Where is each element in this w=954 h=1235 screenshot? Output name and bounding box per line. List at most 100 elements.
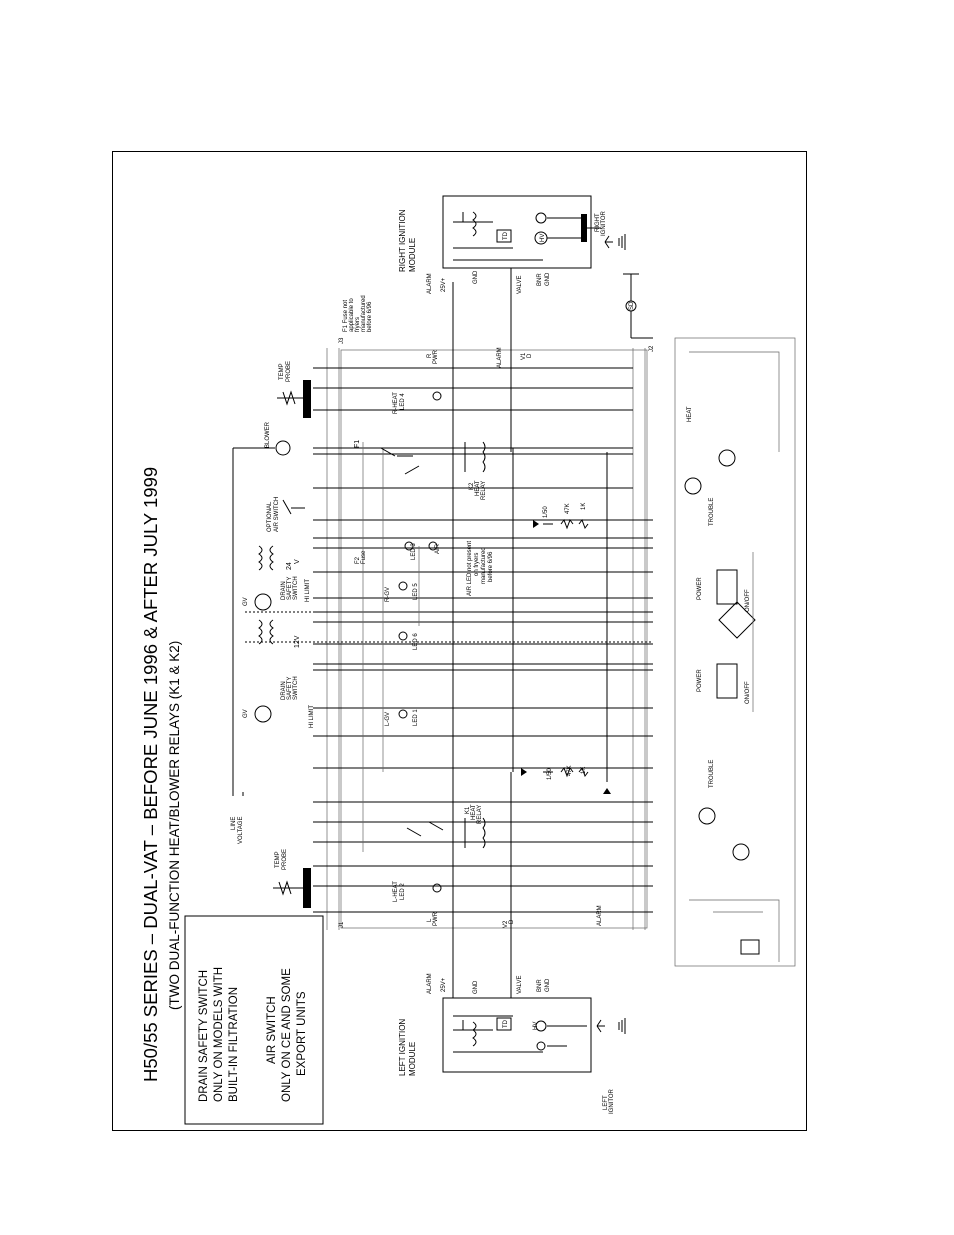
bus-lines bbox=[245, 367, 653, 913]
v1-label-1: V1 bbox=[521, 352, 527, 360]
note-air-2: ONLY ON CE AND SOME bbox=[281, 968, 293, 1102]
f1-note-5: before 6/96 bbox=[367, 301, 373, 332]
wiring-diagram: H50/55 SERIES – DUAL-VAT – BEFORE JUNE 1… bbox=[140, 195, 796, 1125]
r-pwr-label-2: PWR bbox=[433, 349, 439, 364]
right-bnr-label: BNR bbox=[537, 273, 543, 286]
right-drain-label-2: SAFETY bbox=[287, 577, 293, 600]
right-25v-label: 25V+ bbox=[441, 277, 447, 292]
diagram-title: H50/55 SERIES – DUAL-VAT – BEFORE JUNE 1… bbox=[140, 467, 161, 1082]
left-bnr-label: BNR bbox=[537, 979, 543, 992]
air-led-note-1: AIR LED not present bbox=[467, 541, 473, 596]
f1-note-1: F1 Fuse not bbox=[343, 300, 349, 332]
sd-label: SD bbox=[629, 301, 635, 310]
f2-fuse-label: Fuse bbox=[361, 550, 367, 564]
left-gv-icon bbox=[254, 705, 272, 723]
line-voltage-label-1: LINE bbox=[231, 817, 237, 830]
air-led-note-3: manufactured bbox=[481, 547, 487, 584]
right-12v-label: 12V bbox=[294, 635, 301, 648]
power-label-lower: POWER bbox=[697, 669, 703, 692]
leds bbox=[398, 391, 442, 893]
f1-label: F1 bbox=[354, 440, 361, 448]
component-board-parts: HEAT TROUBLE POWER ON/OFF POWER ON/OFF T… bbox=[684, 351, 780, 962]
note-air-1: AIR SWITCH bbox=[266, 996, 278, 1064]
left-hi-limit-label: HI LIMIT bbox=[309, 705, 315, 728]
diagram-frame: H50/55 SERIES – DUAL-VAT – BEFORE JUNE 1… bbox=[112, 151, 807, 1131]
right-gnd2-label: GND bbox=[545, 272, 551, 286]
v2-label-2: D bbox=[509, 919, 515, 924]
r150-lower-label: 1/50 bbox=[547, 768, 553, 780]
note-drain-3: BUILT-IN FILTRATION bbox=[228, 987, 240, 1102]
air-led-note-2: on fryers bbox=[474, 553, 480, 576]
f1-note-4: manufactured bbox=[361, 295, 367, 332]
left-temp-probe-label-1: TEMP bbox=[275, 851, 281, 868]
air-label: AIR bbox=[435, 543, 441, 554]
led3-label: LED 3 bbox=[411, 543, 417, 560]
k1-label-2: HEAT bbox=[471, 804, 477, 820]
k2-label-3: RELAY bbox=[481, 481, 487, 500]
alarm-label-bottom: ALARM bbox=[597, 905, 603, 926]
right-ignition-module: RIGHT IGNITION MODULE ALARM 25V+ GND VAL… bbox=[398, 195, 626, 294]
interface-board bbox=[340, 349, 648, 929]
led1-label: LED 1 bbox=[413, 709, 419, 726]
left-ignition-module: LEFT IGNITION MODULE ALARM 25V+ GND VALV… bbox=[398, 973, 626, 1114]
j3-label: J3 bbox=[339, 337, 345, 344]
r1k-lower-label: 1K bbox=[581, 767, 587, 774]
right-drain-label-3: SWITCH bbox=[293, 576, 299, 600]
right-ignitor-label-2: IGNITOR bbox=[601, 210, 607, 236]
blower-icon bbox=[275, 440, 291, 456]
left-alarm-label: ALARM bbox=[427, 973, 433, 994]
j2-label: J2 bbox=[649, 345, 655, 352]
f1-note-2: applicable to bbox=[349, 298, 355, 332]
left-gv-label: GV bbox=[243, 709, 249, 718]
right-module-title-1: RIGHT IGNITION bbox=[398, 209, 407, 272]
right-gnd-label: GND bbox=[473, 270, 479, 284]
r-pwr-label-1: R bbox=[427, 353, 433, 358]
left-valve-label: VALVE bbox=[517, 976, 523, 994]
onoff-label-upper: ON/OFF bbox=[745, 589, 751, 612]
right-hi-limit-label: HI LIMIT bbox=[305, 579, 311, 602]
component-board bbox=[674, 337, 796, 967]
optional-air-label-2: AIR SWITCH bbox=[274, 497, 280, 532]
left-25v-label: 25V+ bbox=[441, 977, 447, 992]
j1-label: J1 bbox=[339, 921, 345, 928]
left-hv-label: HV bbox=[533, 1022, 539, 1030]
led2-label: LED 2 bbox=[400, 883, 406, 900]
r-gv-label: R-GV bbox=[385, 587, 391, 602]
right-hv-label: HV bbox=[540, 234, 546, 242]
f1-note-3: fryers bbox=[355, 317, 361, 332]
right-temp-probe-label-1: TEMP bbox=[279, 363, 285, 380]
right-td-label: TD bbox=[503, 231, 509, 240]
blower-label: BLOWER bbox=[265, 421, 271, 448]
note-air-3: EXPORT UNITS bbox=[296, 991, 308, 1076]
r47k-lower-label: 47K bbox=[567, 765, 573, 776]
left-gnd-label: GND bbox=[473, 980, 479, 994]
led4-label: LED 4 bbox=[400, 393, 406, 410]
line-voltage-label-2: VOLTAGE bbox=[238, 817, 244, 844]
note-drain-2: ONLY ON MODELS WITH bbox=[213, 967, 225, 1102]
trouble-label-upper: TROUBLE bbox=[709, 498, 715, 526]
k1-label-1: K1 bbox=[465, 806, 471, 814]
left-ignitor-label-2: IGNITOR bbox=[609, 1088, 615, 1114]
alarm-label-top: ALARM bbox=[497, 347, 503, 368]
right-module-title-2: MODULE bbox=[408, 238, 417, 272]
right-24-label: 24 bbox=[286, 562, 293, 570]
right-gv-label: GV bbox=[243, 597, 249, 606]
led6-label: LED 6 bbox=[413, 633, 419, 650]
v2-label-1: V2 bbox=[503, 920, 509, 928]
r-heat-label: R-HEAT bbox=[393, 392, 399, 414]
l-pwr-label-2: PWR bbox=[433, 911, 439, 926]
r47k-upper-label: 47K bbox=[565, 503, 571, 514]
trouble-label-lower: TROUBLE bbox=[709, 760, 715, 788]
note-box bbox=[184, 915, 324, 1125]
left-module-title-2: MODULE bbox=[408, 1042, 417, 1076]
heat-label: HEAT bbox=[687, 406, 693, 422]
right-alarm-label: ALARM bbox=[427, 273, 433, 294]
left-temp-probe-label-2: PROBE bbox=[282, 849, 288, 870]
right-temp-probe-label-2: PROBE bbox=[286, 361, 292, 382]
air-led-note-4: before 6/96 bbox=[488, 551, 494, 582]
right-ignitor-label-1: RIGHT bbox=[595, 213, 601, 232]
r150-upper-label: 1/50 bbox=[543, 506, 549, 518]
left-gnd2-label: GND bbox=[545, 978, 551, 992]
k1-label-3: RELAY bbox=[477, 805, 483, 824]
k2-label-2: HEAT bbox=[475, 480, 481, 496]
